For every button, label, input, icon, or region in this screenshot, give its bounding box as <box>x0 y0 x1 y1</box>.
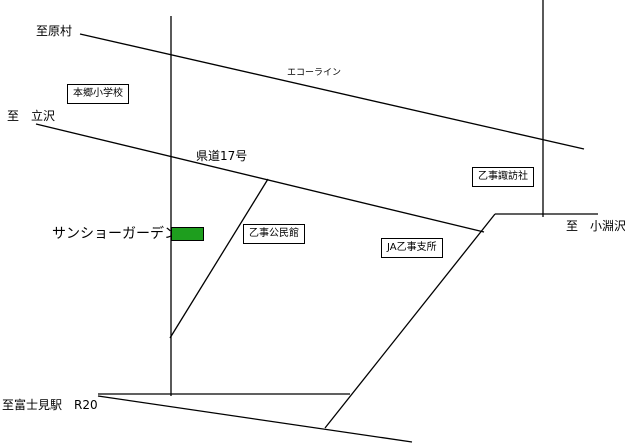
road-diagonal-south <box>324 213 496 429</box>
landmark-otsuji-suwa-shrine: 乙事諏訪社 <box>472 167 534 187</box>
road-echo-line <box>79 33 585 150</box>
label-to-harabara: 至原村 <box>36 24 73 38</box>
label-sanshou-garden: サンショーガーデン <box>52 226 178 242</box>
label-to-kobuchizawa: 至 小淵沢 <box>566 219 625 233</box>
label-echo-line: エコーライン <box>287 68 342 78</box>
landmark-ja-otsuji-branch: JA乙事支所 <box>381 238 443 258</box>
road-prefectural-17 <box>35 123 485 233</box>
landmark-hongo-elementary-school: 本郷小学校 <box>67 84 129 104</box>
landmark-otsuji-community-hall: 乙事公民館 <box>243 224 305 244</box>
road-r20 <box>97 395 413 443</box>
label-prefectural-road-17: 県道17号 <box>196 149 248 163</box>
destination-marker <box>171 227 204 241</box>
label-to-tachizawa: 至 立沢 <box>7 109 56 123</box>
label-to-fujimi-station: 至富士見駅 R20 <box>2 398 98 412</box>
road-branch-community-hall <box>169 178 269 339</box>
